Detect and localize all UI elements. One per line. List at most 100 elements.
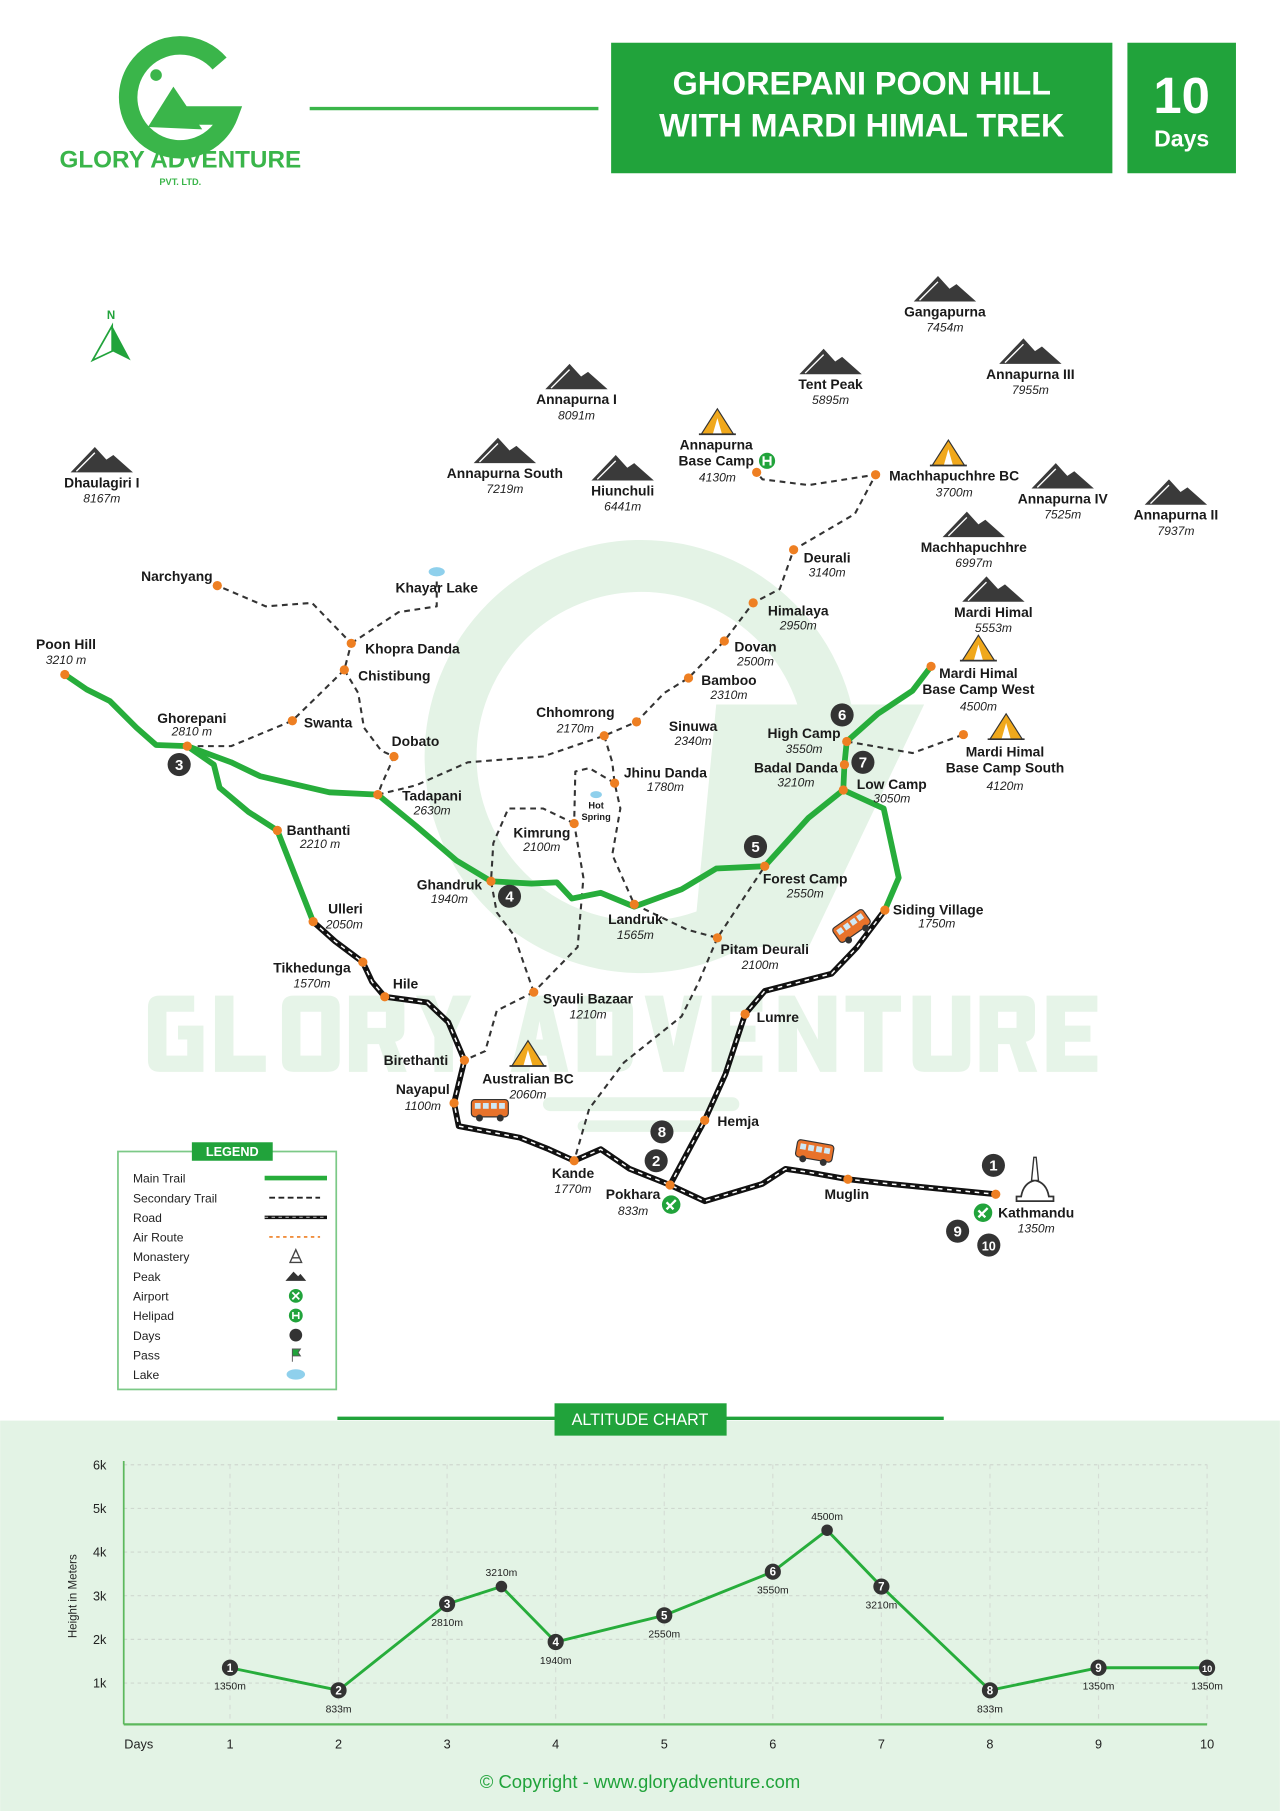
place-altitude: 833m: [618, 1204, 648, 1218]
peak-icon: [285, 1271, 307, 1281]
peak-icon: [913, 276, 977, 302]
place-name: Jhinu Danda: [624, 764, 707, 780]
place-dot: [308, 917, 318, 927]
logo-g-mark: [118, 36, 243, 159]
day-badge-circle: [497, 884, 522, 908]
place-name: Chhomrong: [536, 704, 614, 720]
place-dot: [389, 751, 399, 762]
legend-label: Lake: [133, 1368, 160, 1382]
place-name: Mardi Himal: [966, 744, 1044, 760]
monastery-icon: [288, 1248, 303, 1264]
main-trail-segment: [61, 671, 191, 750]
peak-icon: [545, 363, 608, 390]
bus-window: [842, 922, 851, 931]
logo-mountain: [147, 86, 203, 130]
peak-snow: [919, 281, 939, 301]
place-altitude: 1570m: [293, 977, 330, 991]
peak-name: Mardi Himal: [954, 604, 1032, 620]
watermark-glyph: [281, 995, 340, 1072]
data-point-day: 10: [1202, 1664, 1212, 1674]
place-altitude: 4130m: [699, 471, 736, 485]
day-badge-number: 4: [505, 888, 514, 905]
day-badge: 2: [644, 1149, 668, 1173]
peak-altitude: 7219m: [486, 482, 523, 496]
helipad-glyph: [292, 1312, 300, 1319]
bus-window: [849, 917, 858, 926]
data-label: 3550m: [757, 1586, 789, 1597]
day-badge-number: 3: [175, 757, 183, 774]
place-name: Annapurna: [680, 436, 753, 452]
bus-wheel: [819, 1158, 827, 1166]
place-name: Kathmandu: [998, 1204, 1074, 1220]
place-altitude: 2310m: [709, 688, 747, 702]
bus-window: [823, 1147, 831, 1155]
hot-spring-icon: [590, 791, 602, 799]
place-dot: [599, 731, 609, 741]
legend-title-box: [191, 1142, 273, 1161]
place: Birethanti: [384, 1052, 470, 1068]
peak-altitude: 5553m: [975, 621, 1012, 635]
legend-label: Helipad: [133, 1309, 174, 1323]
place-name: Mardi Himal: [939, 665, 1017, 681]
legend-label: Air Route: [133, 1231, 184, 1245]
watermark-glyph: [1046, 995, 1098, 1072]
place-name: Tikhedunga: [273, 959, 351, 975]
place-dot: [380, 992, 390, 1002]
bus-icon: [470, 1098, 509, 1122]
place-dot: [991, 1189, 1001, 1199]
logo-name: GLORY ADVENTURE: [60, 146, 302, 173]
place-dot: [700, 1115, 710, 1125]
day-badge-number: 7: [859, 754, 867, 771]
place-name: Forest Camp: [763, 871, 848, 887]
place-dot: [748, 598, 758, 608]
data-point-day: 6: [770, 1567, 776, 1579]
secondary-trail: [343, 669, 396, 795]
place-name: Badal Danda: [754, 760, 838, 776]
y-tick-label: 1k: [93, 1677, 107, 1691]
data-point-day: 4: [552, 1637, 559, 1649]
secondary-trails: [187, 471, 964, 1162]
tent-door: [523, 1049, 533, 1067]
place-dot: [788, 545, 799, 555]
main-trail-segment: [184, 663, 934, 910]
place: Dobato: [389, 733, 439, 762]
day-badge: 6: [830, 703, 854, 727]
place-dot: [926, 661, 936, 672]
place-dot: [609, 778, 620, 788]
place-name: Deurali: [804, 549, 851, 565]
legend-label: Days: [133, 1329, 161, 1343]
place-altitude: 2170m: [556, 721, 594, 735]
day-badge-circle: [977, 1233, 1001, 1257]
map-icons: [428, 407, 1055, 1222]
place: Muglin: [824, 1174, 869, 1202]
days-box: [1127, 42, 1236, 174]
peak-icon: [473, 437, 537, 464]
place-name: Base Camp South: [946, 760, 1064, 776]
peak-snow: [947, 516, 968, 537]
day-dot-icon: [289, 1328, 303, 1342]
main-trail: [61, 663, 934, 925]
peak-snow: [478, 443, 499, 463]
place-name: Lumre: [757, 1009, 800, 1025]
place-name: Pokhara: [606, 1186, 661, 1202]
place-name: Hot: [588, 800, 603, 810]
place-dot: [719, 636, 729, 646]
data-label: 3210m: [486, 1568, 518, 1579]
secondary-trail: [350, 577, 438, 645]
peak-altitude: 6997m: [955, 556, 992, 570]
bus-icon: [794, 1139, 835, 1166]
y-tick-label: 6k: [93, 1458, 107, 1472]
roads: [311, 908, 997, 1205]
